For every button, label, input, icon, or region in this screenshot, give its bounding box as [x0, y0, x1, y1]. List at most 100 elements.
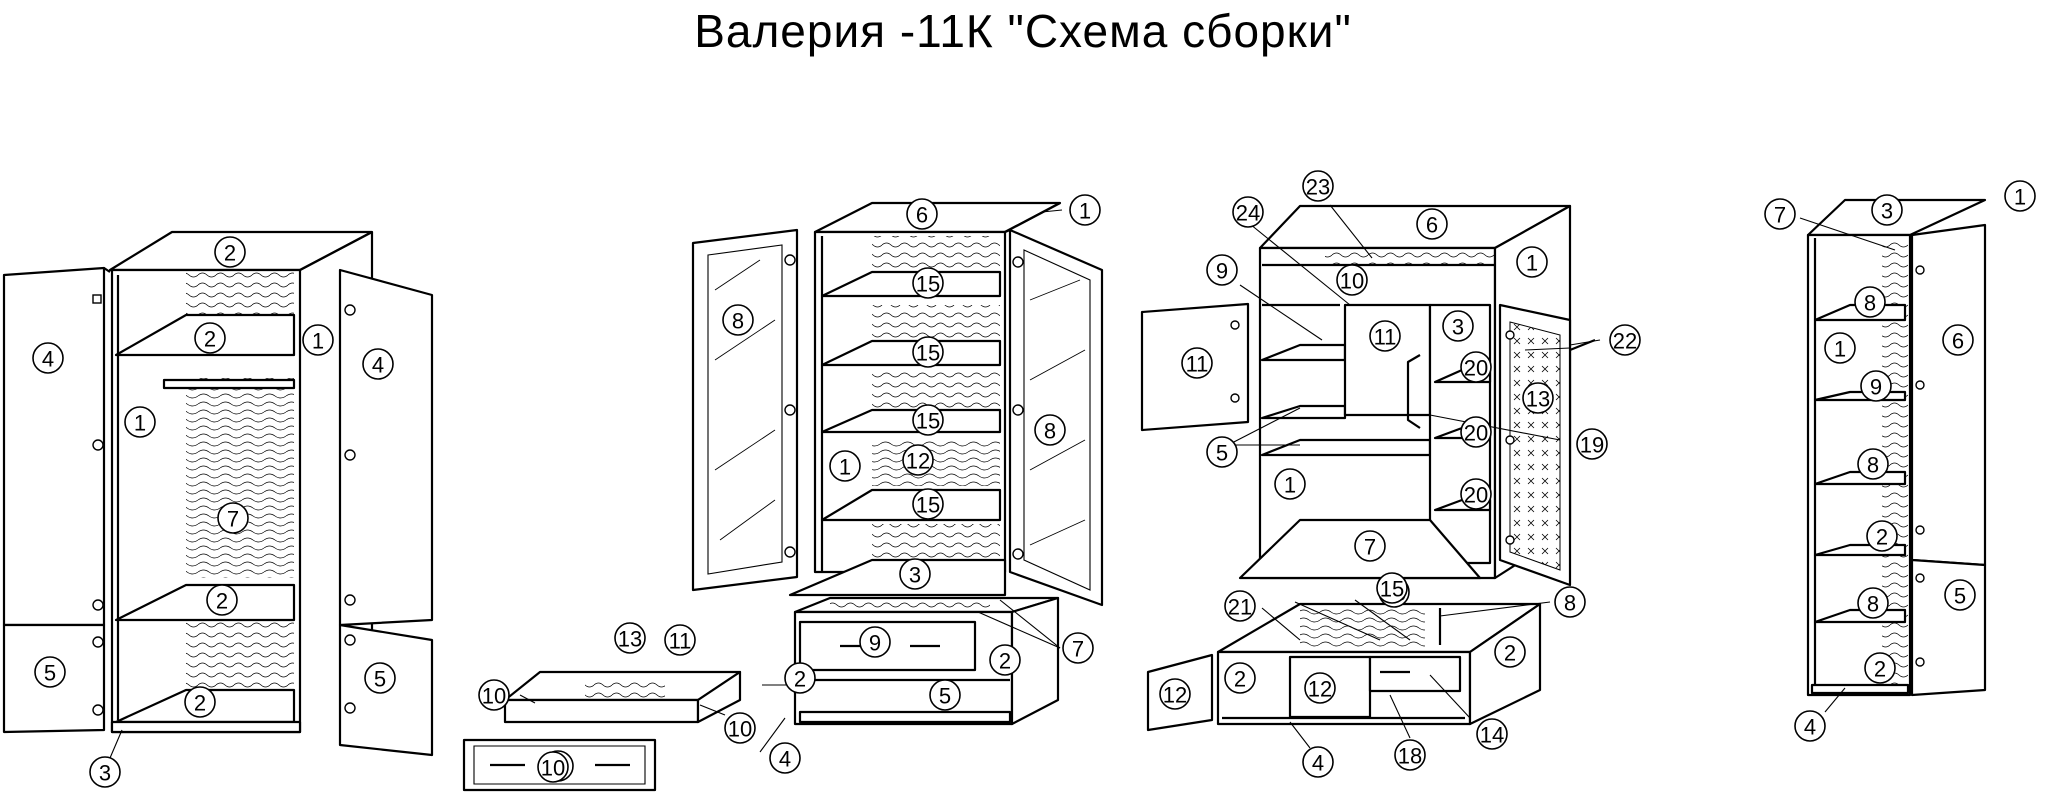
callout-circle — [1522, 382, 1554, 414]
callout-number: 4 — [372, 353, 384, 378]
part-callout: 20 — [1460, 416, 1492, 448]
callout-circle — [614, 622, 646, 654]
part-callout: 7 — [1354, 530, 1386, 562]
callout-circle — [1860, 370, 1892, 402]
callout-circle — [899, 558, 931, 590]
part-callout: 10 — [724, 712, 756, 744]
callout-circle — [769, 742, 801, 774]
callout-number: 6 — [1426, 213, 1438, 238]
callout-circle — [829, 450, 861, 482]
callout-circle — [912, 267, 944, 299]
callout-circle — [34, 656, 66, 688]
callout-number: 7 — [1774, 203, 1786, 228]
part-callout: 3 — [1442, 310, 1474, 342]
callout-number: 10 — [482, 684, 506, 709]
callout-circle — [364, 662, 396, 694]
callout-circle — [1034, 414, 1066, 446]
callout-number: 11 — [669, 629, 692, 654]
callout-number: 15 — [916, 341, 940, 366]
callout-circle — [1416, 208, 1448, 240]
part-callout: 7 — [217, 502, 249, 534]
part-callout: 6 — [1416, 208, 1448, 240]
part-callout: 13 — [614, 622, 646, 654]
callout-number: 12 — [1163, 683, 1187, 708]
callout-number: 8 — [732, 309, 744, 334]
part-callout: 5 — [1206, 436, 1238, 468]
callout-circle — [217, 502, 249, 534]
part-callout: 23 — [1302, 170, 1334, 202]
part-callout: 5 — [929, 679, 961, 711]
part-callout: 6 — [906, 198, 938, 230]
part-callout: 8 — [1854, 286, 1886, 318]
callout-circle — [784, 662, 816, 694]
callout-number: 2 — [216, 589, 228, 614]
callout-circle — [1369, 320, 1401, 352]
callout-number: 3 — [99, 761, 111, 786]
callout-circle — [1274, 468, 1306, 500]
callout-circle — [1069, 194, 1101, 226]
part-callout: 20 — [1460, 351, 1492, 383]
part-callout: 9 — [1860, 370, 1892, 402]
part-callout: 10 — [1336, 264, 1368, 296]
callout-circle — [1336, 264, 1368, 296]
callout-number: 7 — [227, 507, 239, 532]
callout-circle — [89, 756, 121, 788]
part-callout: 2 — [1866, 520, 1898, 552]
part-callout: 3 — [89, 756, 121, 788]
callout-circle — [1062, 632, 1094, 664]
part-callout: 8 — [1554, 586, 1586, 618]
part-callout: 18 — [1394, 739, 1426, 771]
callout-number: 1 — [1834, 337, 1846, 362]
part-callout: 1 — [829, 450, 861, 482]
callout-number: 5 — [44, 661, 56, 686]
callout-circle — [1442, 310, 1474, 342]
callout-circle — [1460, 478, 1492, 510]
callout-circle — [1854, 286, 1886, 318]
callout-number: 11 — [1186, 352, 1209, 377]
callout-circle — [1942, 324, 1974, 356]
callout-circle — [1476, 718, 1508, 750]
callout-number: 14 — [1480, 723, 1504, 748]
callout-number: 1 — [1079, 199, 1091, 224]
callout-circle — [362, 348, 394, 380]
callout-circle — [32, 342, 64, 374]
callout-number: 12 — [906, 449, 930, 474]
callout-circle — [912, 336, 944, 368]
callout-circle — [1460, 416, 1492, 448]
part-callout: 2 — [184, 686, 216, 718]
part-callout: 12 — [1159, 678, 1191, 710]
callout-circle — [537, 751, 569, 783]
part-callout: 4 — [32, 342, 64, 374]
part-callout: 3 — [1871, 194, 1903, 226]
callout-number: 1 — [1526, 251, 1538, 276]
callout-number: 2 — [194, 691, 206, 716]
callout-number: 20 — [1464, 421, 1488, 446]
callout-circle — [1864, 652, 1896, 684]
callout-number: 11 — [1374, 325, 1397, 350]
part-callout: 1 — [2004, 180, 2036, 212]
callout-number: 24 — [1236, 201, 1260, 226]
callout-number: 1 — [134, 411, 146, 436]
callout-number: 15 — [1380, 577, 1404, 602]
part-callout: 15 — [1376, 572, 1408, 604]
part-callout: 1 — [124, 406, 156, 438]
callout-number: 12 — [1308, 677, 1332, 702]
callout-circle — [912, 488, 944, 520]
part-callout: 12 — [1304, 672, 1336, 704]
callout-number: 2 — [1504, 641, 1516, 666]
callout-circle — [184, 686, 216, 718]
part-callout: 8 — [1857, 587, 1889, 619]
part-callout: 1 — [1069, 194, 1101, 226]
callout-number: 22 — [1613, 329, 1637, 354]
callout-number: 1 — [839, 455, 851, 480]
callout-number: 4 — [779, 747, 791, 772]
callout-circle — [1824, 332, 1856, 364]
callout-circle — [912, 404, 944, 436]
callout-number: 6 — [1952, 329, 1964, 354]
callout-circle — [1554, 586, 1586, 618]
part-callout: 6 — [1942, 324, 1974, 356]
part-callout: 8 — [722, 304, 754, 336]
part-callout: 4 — [1302, 746, 1334, 778]
